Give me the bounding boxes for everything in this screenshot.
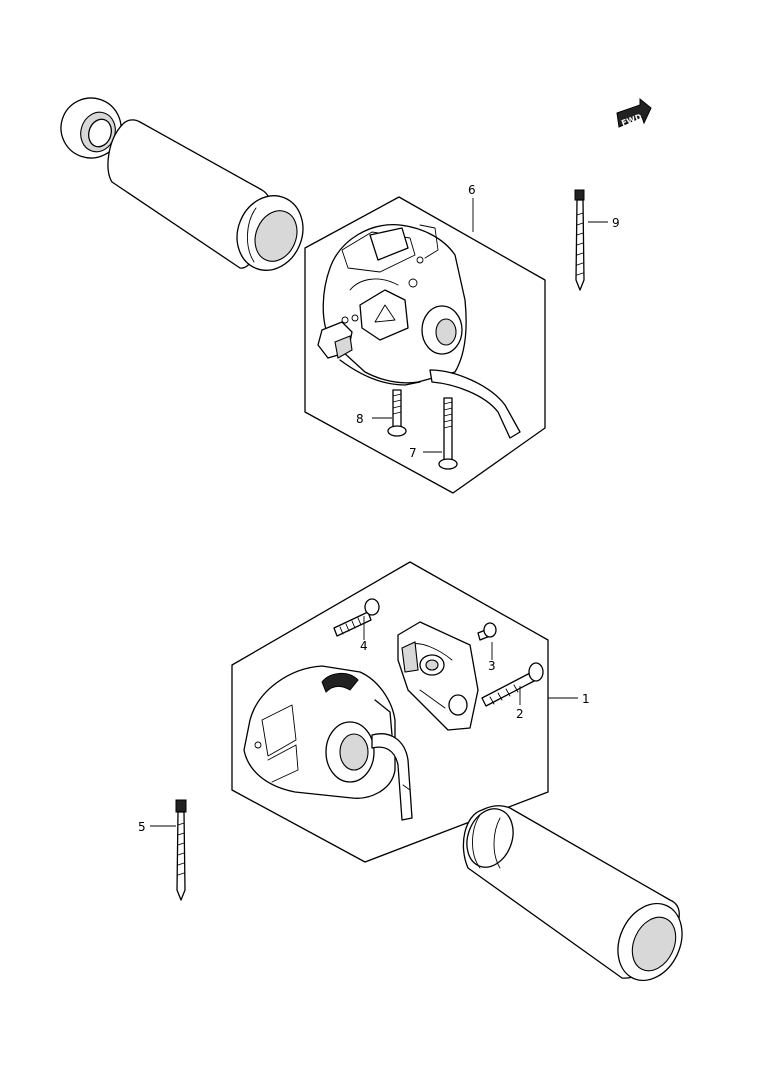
screw-7 bbox=[438, 397, 458, 470]
screw-2 bbox=[481, 662, 544, 707]
screw-8 bbox=[387, 389, 407, 437]
fwd-arrow-icon: FWD bbox=[616, 97, 652, 128]
callout-8: 8 bbox=[356, 412, 364, 426]
callout-1: 1 bbox=[582, 692, 590, 706]
callout-labels: 6 9 8 7 4 3 2 1 5 bbox=[138, 183, 620, 834]
callout-4: 4 bbox=[360, 639, 368, 653]
left-handle-grip bbox=[107, 119, 304, 271]
screw-3 bbox=[477, 622, 497, 641]
callout-2: 2 bbox=[516, 707, 524, 721]
throttle-grip bbox=[462, 805, 683, 982]
cable-tie-9 bbox=[574, 189, 585, 291]
screw-4 bbox=[333, 598, 380, 637]
callout-7: 7 bbox=[409, 446, 417, 460]
callout-9: 9 bbox=[612, 216, 620, 230]
callout-5: 5 bbox=[138, 820, 146, 834]
callout-6: 6 bbox=[468, 183, 476, 197]
callout-3: 3 bbox=[488, 659, 496, 673]
switch-clamp-rear bbox=[397, 621, 479, 731]
cable-tie-5 bbox=[175, 799, 187, 901]
right-handlebar-switch bbox=[243, 665, 413, 821]
left-handlebar-switch bbox=[317, 224, 521, 439]
left-switch-assembly-frame bbox=[304, 196, 546, 494]
left-grip-end-cap bbox=[60, 97, 122, 159]
callout-leaders bbox=[150, 198, 608, 827]
right-switch-assembly-frame bbox=[231, 561, 549, 863]
